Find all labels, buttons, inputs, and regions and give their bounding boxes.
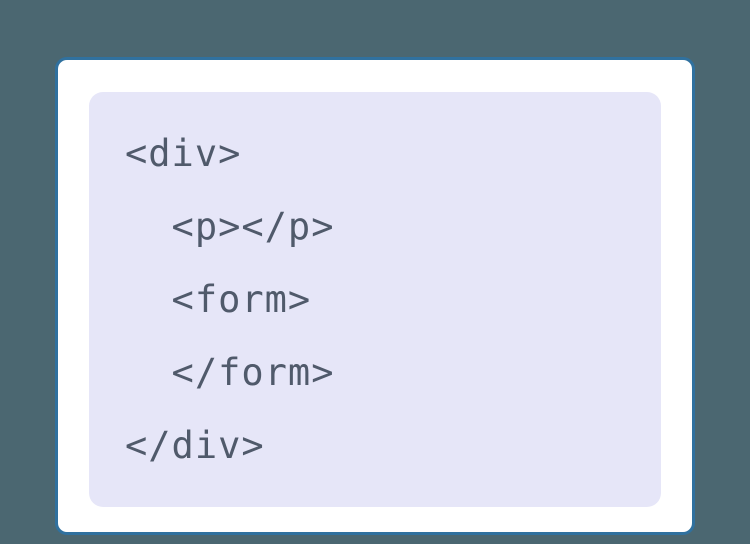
code-line-close-div: </div> xyxy=(125,424,265,467)
code-block: <div> <p></p> <form> </form> </div> xyxy=(89,92,661,507)
code-line-open-div: <div> xyxy=(125,132,242,175)
code-line-open-form: <form> xyxy=(125,278,312,321)
code-card: <div> <p></p> <form> </form> </div> xyxy=(55,57,695,535)
code-line-p: <p></p> xyxy=(125,205,335,248)
code-line-close-form: </form> xyxy=(125,351,335,394)
